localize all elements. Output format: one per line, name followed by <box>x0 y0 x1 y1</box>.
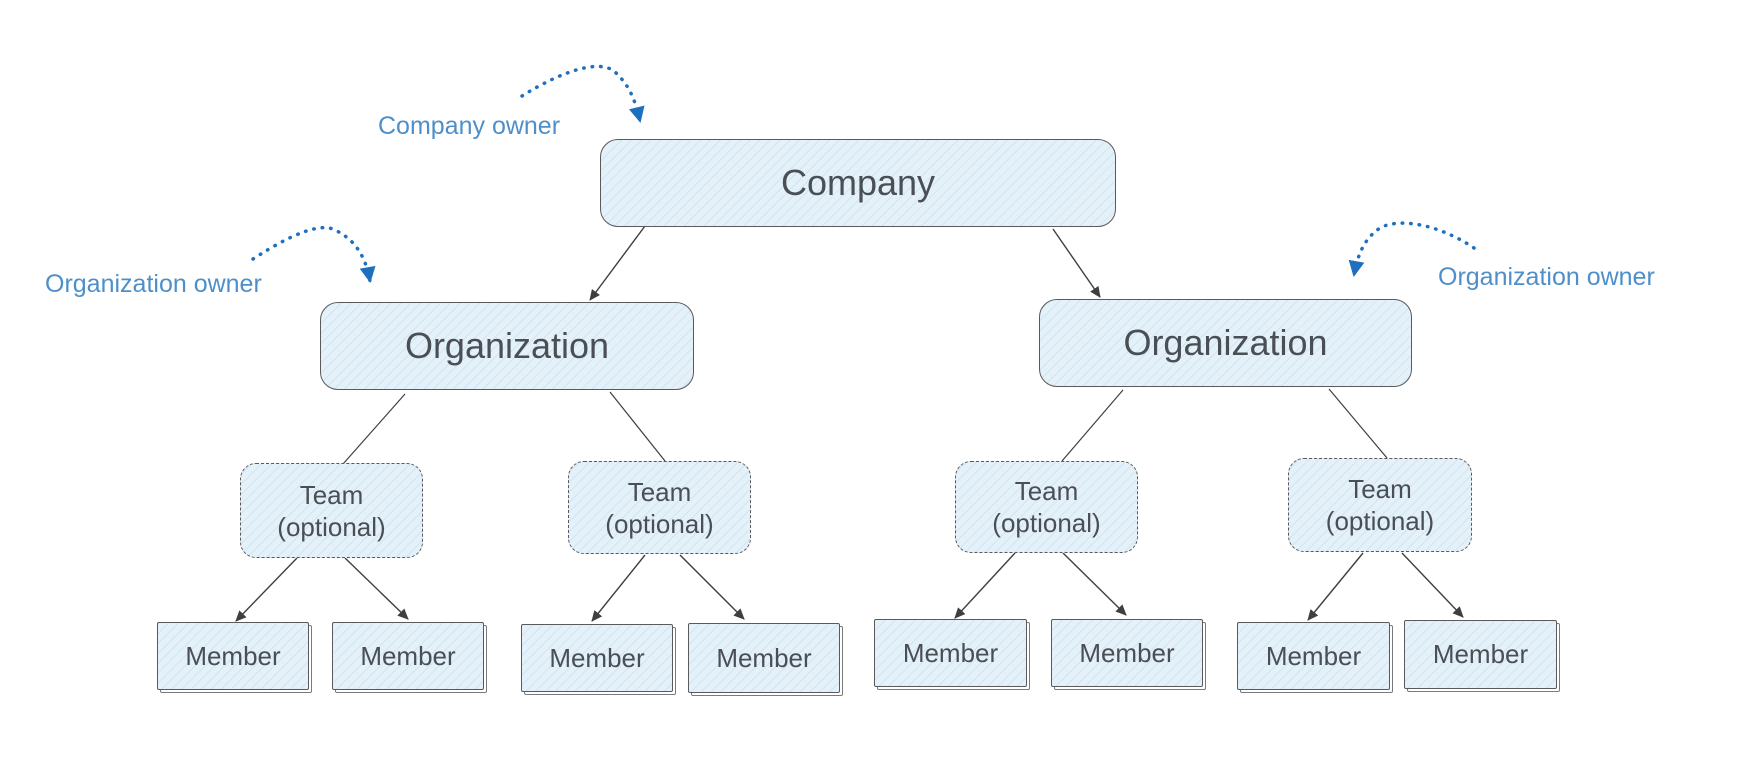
member-label: Member <box>1079 637 1175 668</box>
team-2-to-member-3-arrow <box>591 554 646 622</box>
org-owner-left-arrow <box>251 225 376 283</box>
team-node: Team(optional) <box>1288 458 1472 552</box>
company-owner-label: Company owner <box>378 112 561 140</box>
team-label: Team <box>299 479 364 510</box>
team-optional-label: (optional) <box>992 508 1101 538</box>
organization-node-left: Organization <box>320 302 694 390</box>
org-owner-right-label: Organization owner <box>1438 263 1655 291</box>
team-4-to-member-7-arrow <box>1307 552 1364 621</box>
team-optional-label: (optional) <box>1325 506 1435 536</box>
team-label: Team <box>1014 476 1079 506</box>
company-to-org-right-arrow <box>1052 228 1101 298</box>
member-label: Member <box>716 642 812 673</box>
organization-node-right: Organization <box>1039 299 1412 387</box>
team-node: Team(optional) <box>955 461 1138 553</box>
organization-label: Organization <box>404 325 610 366</box>
member-label: Member <box>360 640 456 671</box>
member-node: Member <box>688 623 840 693</box>
member-node: Member <box>1237 622 1390 690</box>
team-2-to-member-4-arrow <box>679 554 745 620</box>
member-label: Member <box>549 642 645 673</box>
member-label: Member <box>1265 640 1362 671</box>
org-owner-left-label: Organization owner <box>45 270 262 298</box>
member-node: Member <box>874 619 1027 687</box>
company-to-org-left-arrow <box>589 225 646 301</box>
team-node: Team(optional) <box>240 463 423 558</box>
team-3-to-member-5-arrow <box>954 552 1016 619</box>
org-left-to-team-1-line <box>342 393 406 465</box>
member-node: Member <box>332 622 484 690</box>
team-3-to-member-6-arrow <box>1062 552 1127 616</box>
team-4-to-member-8-arrow <box>1401 552 1464 618</box>
team-1-to-member-2-arrow <box>344 557 409 620</box>
company-owner-arrow <box>520 64 645 123</box>
company-node: Company <box>600 139 1116 227</box>
team-optional-label: (optional) <box>605 508 714 539</box>
member-node: Member <box>1404 620 1557 689</box>
team-optional-label: (optional) <box>277 511 386 542</box>
member-node: Member <box>521 624 673 692</box>
team-node: Team(optional) <box>568 461 751 554</box>
org-right-to-team-4-line <box>1328 388 1388 459</box>
org-right-to-team-3-line <box>1061 389 1124 462</box>
member-label: Member <box>1432 639 1529 669</box>
organization-label: Organization <box>1123 322 1328 363</box>
member-node: Member <box>1051 619 1203 687</box>
team-label: Team <box>1348 474 1412 504</box>
member-label: Member <box>185 640 281 671</box>
member-label: Member <box>902 637 999 668</box>
member-node: Member <box>157 622 309 690</box>
team-1-to-member-1-arrow <box>235 557 298 622</box>
company-label: Company <box>780 162 936 203</box>
org-left-to-team-2-line <box>609 391 666 462</box>
team-label: Team <box>627 476 692 507</box>
